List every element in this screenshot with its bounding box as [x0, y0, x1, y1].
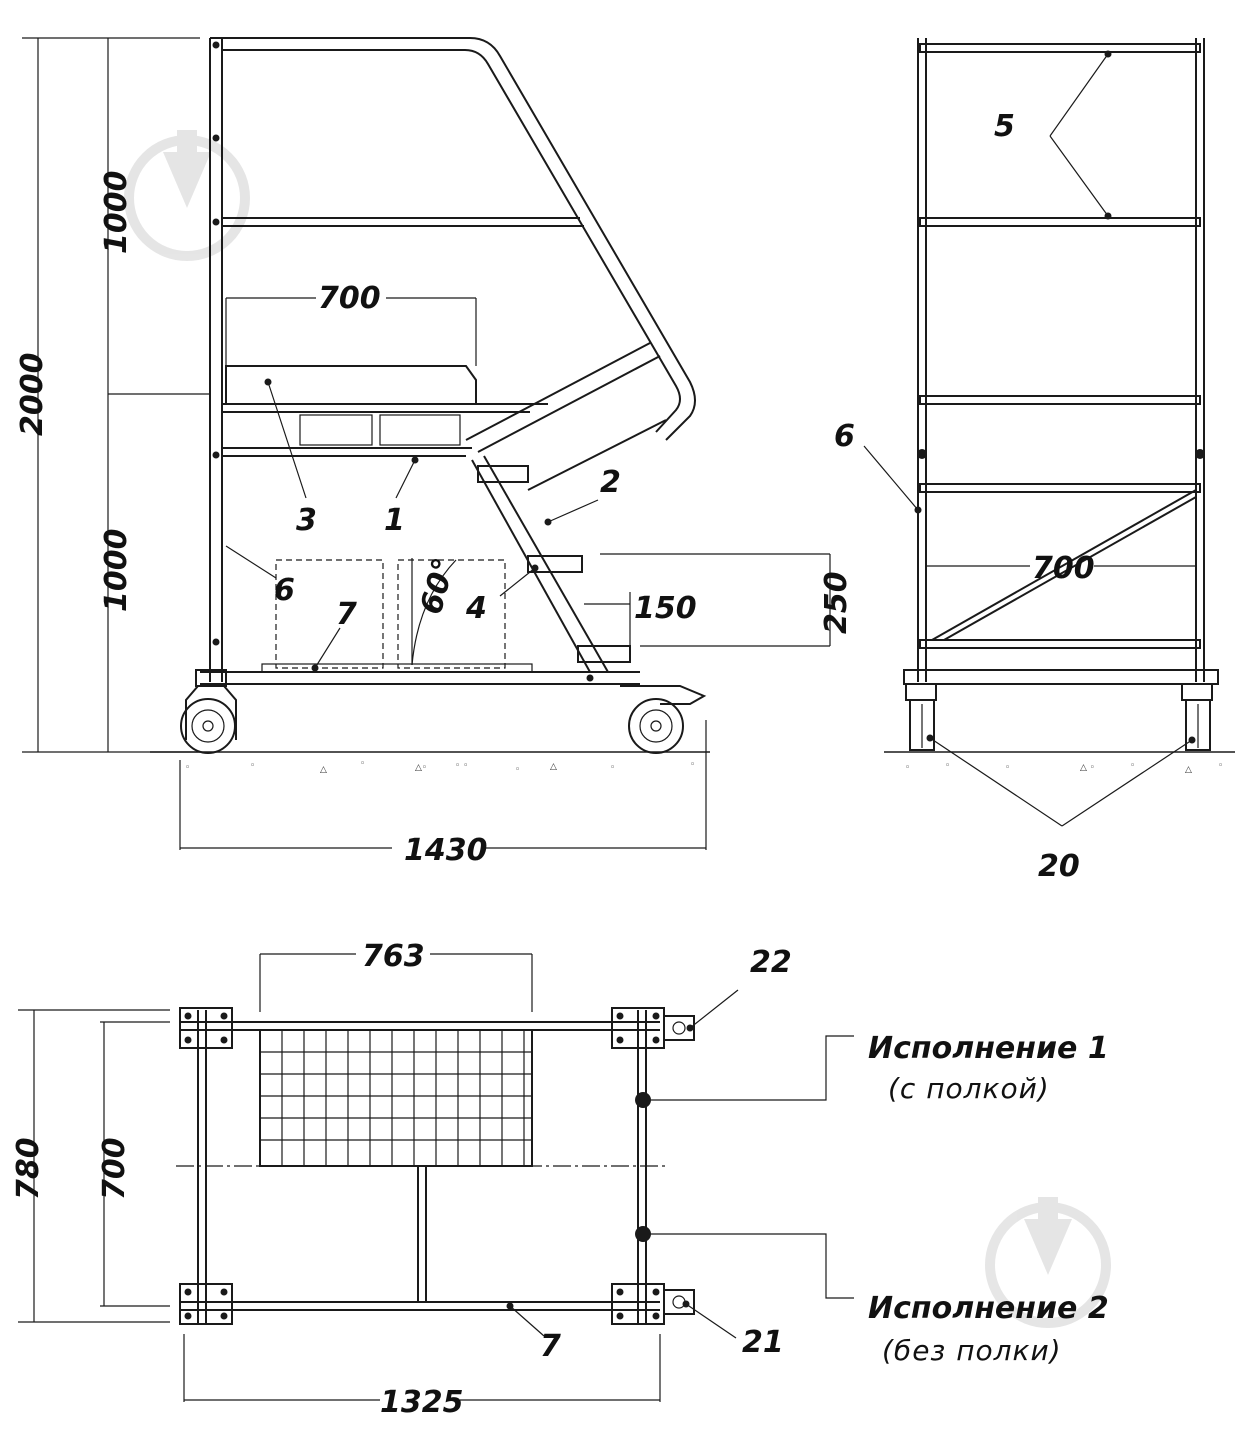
dim-inner-width: 700 [97, 1137, 132, 1200]
svg-text:△: △ [550, 762, 557, 772]
svg-text:◦: ◦ [1218, 761, 1223, 771]
dim-front-width: 700 [1032, 551, 1095, 586]
svg-text:◦: ◦ [185, 763, 190, 773]
svg-text:◦: ◦ [905, 763, 910, 773]
callout-3: 3 [296, 503, 317, 538]
svg-text:◦: ◦ [945, 761, 950, 771]
svg-text:◦: ◦ [515, 765, 520, 775]
variant-2-title: Исполнение 2 [868, 1291, 1109, 1326]
dim-upper-height: 1000 [99, 171, 134, 255]
dim-lower-height: 1000 [99, 529, 134, 613]
svg-text:△ ◦: △ ◦ [1080, 763, 1095, 773]
variant-2-label: Исполнение 2 (без полки) [868, 1291, 1109, 1367]
dim-platform-width: 700 [318, 281, 381, 316]
dim-step-depth: 150 [634, 591, 697, 626]
dim-length: 1325 [380, 1385, 464, 1420]
variant-1-label: Исполнение 1 (с полкой) [868, 1031, 1109, 1105]
dim-base-length: 1430 [404, 833, 488, 868]
svg-text:△◦: △◦ [415, 763, 427, 773]
dim-step-height: 250 [819, 571, 854, 634]
dim-angle: 60° [414, 554, 462, 618]
front-view: ◦ ◦ ◦ △ ◦ ◦ △ ◦ [834, 38, 1235, 884]
variant-1-title: Исполнение 1 [868, 1031, 1109, 1066]
callout-21: 21 [742, 1325, 784, 1360]
trowel-logo-icon [124, 130, 250, 261]
svg-text:◦ ◦: ◦ ◦ [455, 761, 468, 771]
callout-7: 7 [336, 597, 357, 632]
variant-2-subtitle: (без полки) [882, 1334, 1062, 1367]
svg-text:◦: ◦ [1005, 763, 1010, 773]
callout-4: 4 [465, 591, 487, 626]
dim-outer-width: 780 [11, 1137, 46, 1200]
side-view: ◦◦△ ◦△◦◦ ◦ ◦△◦◦ [15, 37, 854, 868]
callout-5: 5 [994, 109, 1015, 144]
callout-6-front: 6 [834, 419, 855, 454]
dim-shelf-width: 763 [362, 939, 425, 974]
callout-1: 1 [384, 503, 405, 538]
svg-text:△: △ [1185, 765, 1192, 775]
svg-text:△: △ [320, 765, 327, 775]
trowel-logo-icon [985, 1197, 1111, 1328]
callout-2: 2 [600, 465, 621, 500]
mesh-grid [260, 1030, 532, 1166]
svg-text:◦: ◦ [610, 763, 615, 773]
callout-6: 6 [274, 573, 295, 608]
dim-total-height: 2000 [15, 353, 50, 437]
callout-20: 20 [1038, 849, 1080, 884]
callout-22: 22 [750, 945, 792, 980]
callout-7-top: 7 [540, 1329, 561, 1364]
svg-text:◦: ◦ [360, 759, 365, 769]
svg-text:◦: ◦ [250, 761, 255, 771]
top-view: 763 780 700 1325 22 21 7 [11, 939, 854, 1420]
svg-text:◦: ◦ [1130, 761, 1135, 771]
svg-text:◦: ◦ [690, 760, 695, 770]
variant-1-subtitle: (с полкой) [888, 1072, 1050, 1105]
